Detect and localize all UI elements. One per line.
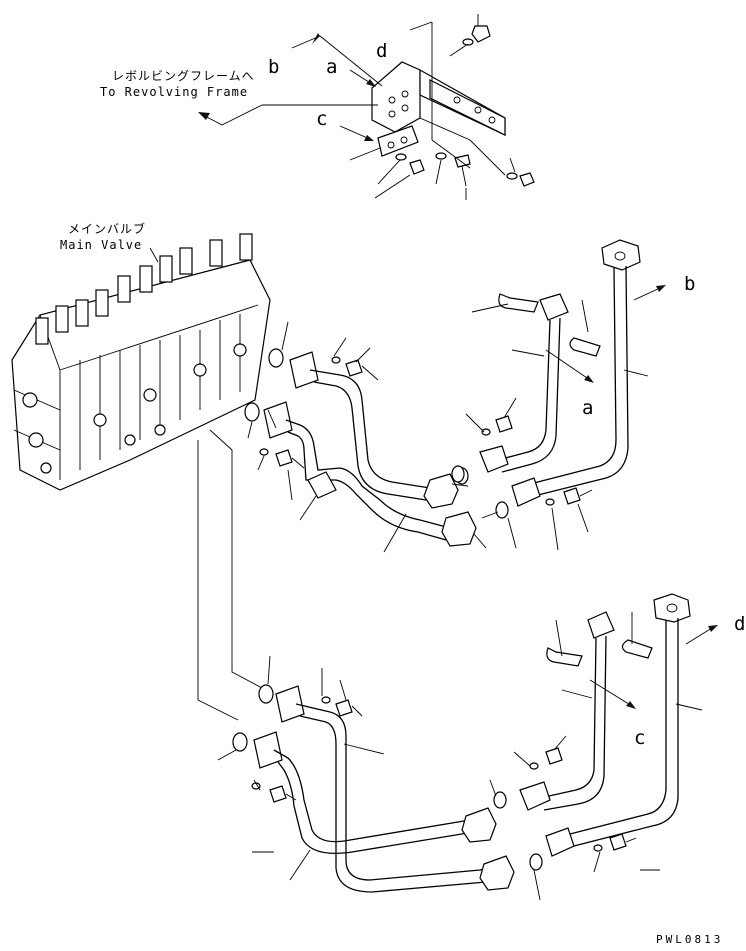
main-valve-label-en: Main Valve — [60, 238, 142, 252]
revolving-frame-label-jp: レボルビングフレームへ — [112, 69, 255, 83]
label-c-pipe: c — [634, 727, 645, 749]
main-valve-label-jp: メインバルブ — [68, 221, 146, 236]
label-a-top: a — [326, 56, 337, 78]
bracket-assembly — [198, 14, 535, 200]
revolving-frame-label-en: To Revolving Frame — [100, 85, 248, 99]
labels: b a d c レボルビングフレームへ To Revolving Frame メ… — [60, 40, 745, 946]
label-c-top: c — [316, 108, 327, 130]
label-b-top: b — [268, 56, 279, 78]
label-a-pipe: a — [582, 397, 593, 419]
main-valve — [11, 233, 271, 491]
label-d-pipe: d — [734, 613, 745, 635]
routing-lines — [197, 429, 263, 721]
lower-pipe-group — [217, 655, 543, 901]
label-d-top: d — [376, 40, 387, 62]
label-b-pipe: b — [684, 273, 695, 295]
upper-right-pipes — [451, 239, 666, 551]
drawing-code: PWL0813 — [656, 933, 723, 946]
upper-pipe-group — [244, 321, 517, 553]
lower-right-pipes — [513, 593, 718, 873]
